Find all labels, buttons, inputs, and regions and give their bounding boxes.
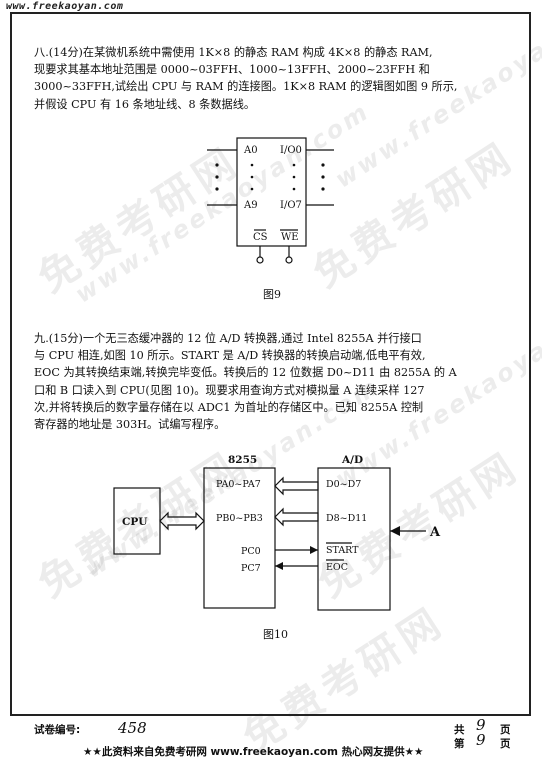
cpu-label: CPU (122, 516, 147, 528)
dot (250, 187, 254, 191)
dot (321, 175, 325, 179)
label-a0: A0 (243, 145, 258, 156)
cs-pin-circle (256, 256, 264, 264)
question-9-line: 次,并将转换后的数字量存储在以 ADC1 为首址的存储区中。已知 8255A 控… (34, 400, 424, 414)
dot (292, 187, 296, 191)
question-8-line: 八.(14分)在某微机系统中需使用 1K×8 的静态 RAM 构成 4K×8 的… (34, 46, 433, 59)
label-pc0: PC0 (241, 546, 261, 557)
total-pages-label: 共 (454, 724, 465, 736)
page-frame (10, 12, 531, 716)
chip-8255-box (203, 467, 276, 609)
label-pb: PB0~PB3 (216, 513, 263, 524)
cpu-8255-bus-arrow (159, 511, 205, 531)
pb-bus-arrow (274, 507, 319, 527)
analog-input-label: A (429, 525, 441, 540)
site-url: www.freekaoyan.com (6, 1, 124, 12)
question-8-line: 现要求其基本地址范围是 0000~03FFH、1000~13FFH、2000~2… (34, 63, 430, 77)
label-eoc: EOC (326, 562, 348, 573)
label-pc7: PC7 (241, 563, 261, 574)
total-pages: 9 (476, 716, 486, 734)
pc7-arrowhead (275, 562, 283, 570)
paper-number: 458 (118, 719, 147, 737)
current-page-unit: 页 (500, 738, 511, 750)
label-we: WE (281, 232, 299, 243)
figure-9-caption: 图9 (263, 288, 281, 301)
question-9-line: EOC 为其转换结束端,转换完毕变低。转换后的 12 位数据 D0~D11 由 … (34, 366, 457, 380)
question-9-line: 九.(15分)一个无三态缓冲器的 12 位 A/D 转换器,通过 Intel 8… (34, 332, 422, 345)
ram-chip-box (236, 137, 307, 247)
label-start: START (326, 545, 359, 556)
question-8-line: 3000~33FFH,试绘出 CPU 与 RAM 的连接图。1K×8 RAM 的… (34, 80, 458, 94)
label-pa: PA0~PA7 (216, 479, 261, 490)
source-banner: ★★此资料来自免费考研网 www.freekaoyan.com 热心网友提供★★ (83, 746, 424, 758)
pc0-arrowhead (310, 546, 318, 554)
ad-title: A/D (341, 454, 363, 466)
dot (321, 163, 325, 167)
dot (292, 175, 296, 179)
dot (215, 163, 219, 167)
figure-10-caption: 图10 (263, 628, 288, 641)
dot (321, 187, 325, 191)
label-d0-d7: D0~D7 (326, 479, 361, 490)
question-8: 八.(14分)在某微机系统中需使用 1K×8 的静态 RAM 构成 4K×8 的… (34, 44, 512, 113)
we-pin-circle (285, 256, 293, 264)
chip-8255-title: 8255 (228, 454, 257, 466)
label-io0: I/O0 (280, 145, 302, 156)
paper-number-label: 试卷编号: (34, 724, 81, 736)
dot (292, 163, 296, 167)
label-cs: CS (253, 232, 268, 243)
label-io7: I/O7 (280, 200, 302, 211)
label-a9: A9 (243, 200, 258, 211)
question-9-line: 口和 B 口读入到 CPU(见图 10)。现要求用查询方式对模拟量 A 连续采样… (34, 383, 425, 397)
analog-input-arrowhead (390, 526, 400, 536)
dot (215, 175, 219, 179)
dot (250, 163, 254, 167)
dot (250, 175, 254, 179)
question-9-line: 与 CPU 相连,如图 10 所示。START 是 A/D 转换器的转换启动端,… (34, 349, 426, 363)
question-9: 九.(15分)一个无三态缓冲器的 12 位 A/D 转换器,通过 Intel 8… (34, 330, 512, 433)
question-8-line: 并假设 CPU 有 16 条地址线、8 条数据线。 (34, 97, 256, 111)
current-page-label: 第 (454, 738, 465, 750)
dot (215, 187, 219, 191)
question-9-line: 寄存器的地址是 303H。试编写程序。 (34, 418, 226, 432)
label-d8-d11: D8~D11 (326, 513, 367, 524)
current-page: 9 (476, 731, 486, 749)
pa-bus-arrow (274, 476, 319, 496)
ad-converter-box (317, 467, 391, 611)
total-pages-unit: 页 (500, 724, 511, 736)
